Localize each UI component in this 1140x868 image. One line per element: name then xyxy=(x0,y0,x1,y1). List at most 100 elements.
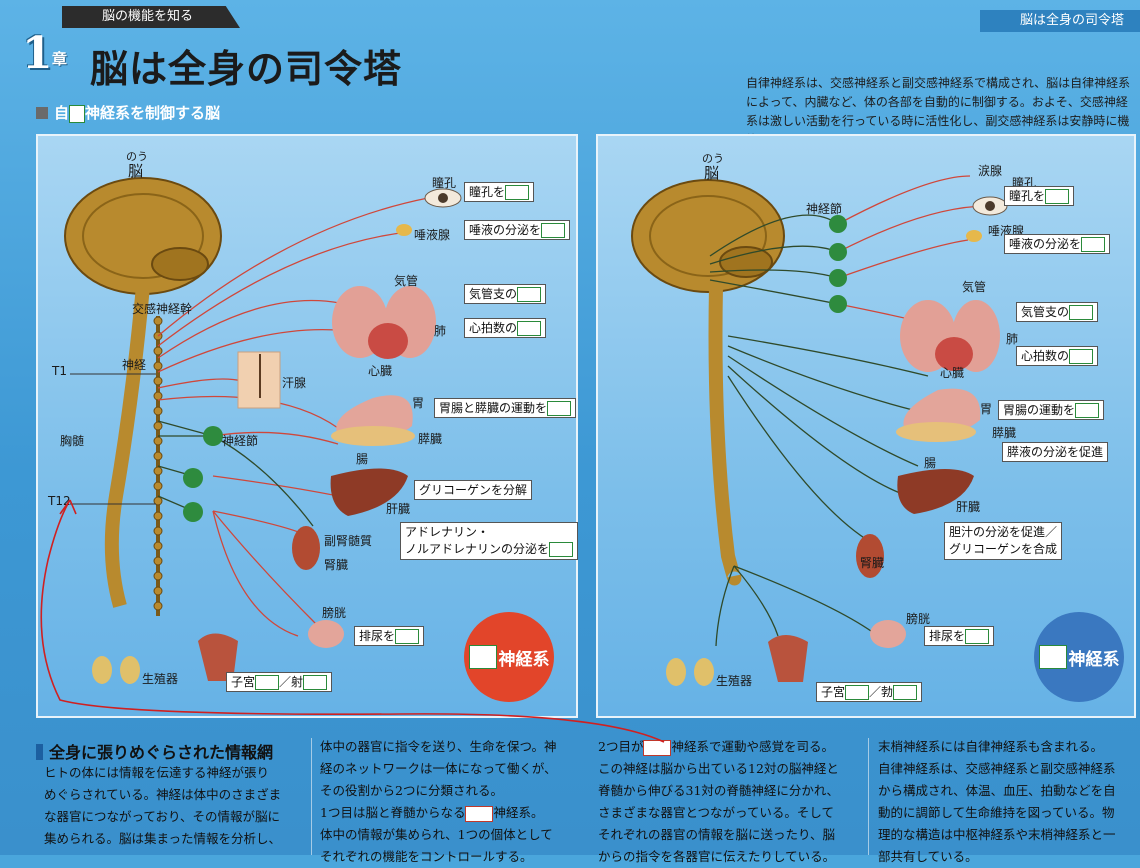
nerve-label: 神経 xyxy=(122,358,147,372)
annotation-heartrate: 心拍数の xyxy=(464,318,547,338)
fill-in-blank[interactable] xyxy=(1075,403,1100,418)
fill-in-blank[interactable] xyxy=(893,685,918,700)
section-ribbon: 脳の機能を知る xyxy=(62,6,240,28)
column-divider xyxy=(311,738,312,855)
article-column-4: 末梢神経系には自律神経系も含まれる。自律神経系は、交感神経系と副交感神経系から構… xyxy=(878,739,1116,864)
annotation-urination: 排尿を xyxy=(354,626,425,646)
genitals-label: 生殖器 xyxy=(716,674,753,688)
ganglion-label: 神経節 xyxy=(806,202,843,216)
brain-ruby: のう xyxy=(126,150,148,163)
square-bullet-icon xyxy=(36,107,48,119)
bladder-label: 膀胱 xyxy=(322,606,347,620)
pupil-label: 瞳孔 xyxy=(432,176,457,190)
testis-illustration xyxy=(666,658,686,686)
fill-in-blank[interactable] xyxy=(517,287,542,302)
annotation-bronchi: 気管支の xyxy=(464,284,547,304)
annotation-pancreas: 膵液の分泌を促進 xyxy=(1002,442,1109,462)
heading-bar-icon xyxy=(36,744,43,760)
salivary-label: 唾液腺 xyxy=(414,228,451,242)
ganglion-node xyxy=(829,269,847,287)
intestine-label: 腸 xyxy=(356,452,369,466)
annotation-saliva: 唾液の分泌を xyxy=(1004,234,1111,254)
sympathetic-diagram-panel: のう 脳 交感神経幹 T1 神経 胸髄 T12 神経節 瞳孔 唾液腺 気管 肺 … xyxy=(36,134,579,718)
fill-in-blank[interactable] xyxy=(505,185,530,200)
pancreas-illustration xyxy=(896,422,976,442)
salivary-gland-illustration xyxy=(966,230,982,242)
fill-in-blank[interactable] xyxy=(643,739,672,756)
fill-in-blank[interactable] xyxy=(1081,237,1106,252)
ganglion-node xyxy=(829,243,847,261)
ganglion-node xyxy=(183,502,203,522)
genitals-label: 生殖器 xyxy=(142,672,179,686)
spinal-cord-label: 胸髄 xyxy=(60,434,85,448)
fill-in-blank[interactable] xyxy=(1038,645,1067,669)
kidney-illustration xyxy=(292,526,320,570)
lacrimal-label: 涙腺 xyxy=(978,164,1003,178)
liver-label: 肝臓 xyxy=(386,502,411,516)
liver-label: 肝臓 xyxy=(956,500,981,514)
bladder-illustration xyxy=(870,620,906,648)
parasympathetic-diagram-svg xyxy=(631,175,1008,686)
annotation-bronchi: 気管支の xyxy=(1016,302,1099,322)
uterus-illustration xyxy=(768,635,808,682)
sweat-gland-label: 汗腺 xyxy=(282,376,307,390)
fill-in-blank[interactable] xyxy=(395,629,420,644)
lung-label: 肺 xyxy=(1006,332,1019,346)
annotation-adrenaline: アドレナリン・ノルアドレナリンの分泌を xyxy=(400,522,579,560)
annotation-urination: 排尿を xyxy=(924,626,995,646)
annotation-gi: 胃腸と膵臓の運動を xyxy=(434,398,577,418)
fill-in-blank[interactable] xyxy=(1069,305,1094,320)
article-column-3: 2つ目が神経系で運動や感覚を司る。 この神経は脳から出ている12対の脳神経と脊髄… xyxy=(598,739,840,864)
ganglion-node xyxy=(203,426,223,446)
heart-label: 心臓 xyxy=(368,364,393,378)
fill-in-blank[interactable] xyxy=(965,629,990,644)
sympathetic-circle-badge: 神経系 xyxy=(464,612,554,702)
chapter-label: 章 xyxy=(52,50,68,68)
article-heading: 全身に張りめぐらされた情報網 xyxy=(36,739,273,763)
kidney-label: 腎臓 xyxy=(860,556,885,570)
annotation-heartrate: 心拍数の xyxy=(1016,346,1099,366)
fill-in-blank[interactable] xyxy=(1069,349,1094,364)
annotation-gi: 胃腸の運動を xyxy=(998,400,1105,420)
brain-label: 脳 xyxy=(128,162,144,180)
column-divider xyxy=(868,738,869,855)
testis-illustration xyxy=(92,656,112,684)
fill-in-blank[interactable] xyxy=(465,805,494,822)
spinal-cord-illustration xyxy=(104,285,150,608)
pancreas-illustration xyxy=(331,426,415,446)
pancreas-label: 膵臓 xyxy=(992,426,1017,440)
fill-in-blank[interactable] xyxy=(1045,189,1070,204)
heart-illustration xyxy=(935,337,973,371)
fill-in-blank[interactable] xyxy=(468,645,497,669)
parasympathetic-circle-badge: 神経系 xyxy=(1034,612,1124,702)
brain-label: 脳 xyxy=(704,164,720,182)
adrenal-label: 副腎髄質 xyxy=(324,534,373,548)
trachea-label: 気管 xyxy=(962,280,987,294)
fill-in-blank[interactable] xyxy=(303,675,328,690)
fill-in-blank[interactable] xyxy=(517,321,542,336)
t12-label: T12 xyxy=(48,494,71,508)
fill-in-blank[interactable] xyxy=(845,685,870,700)
annotation-pupil: 瞳孔を xyxy=(1004,186,1075,206)
brain-ruby: のう xyxy=(702,152,724,165)
kidney-label: 腎臓 xyxy=(324,558,349,572)
ganglion-label: 神経節 xyxy=(222,434,259,448)
intro-paragraph: 自律神経系は、交感神経系と副交感神経系で構成され、脳は自律神経系によって、内臓な… xyxy=(746,76,1131,147)
figure-subheading: 自神経系を制御する脳 xyxy=(36,102,220,123)
subhead-suffix: 神経系を制御する脳 xyxy=(85,104,221,122)
parasympathetic-diagram-panel: のう 脳 神経節 涙腺 瞳孔 唾液腺 気管 肺 心臓 胃 膵臓 腸 肝臓 腎臓 … xyxy=(596,134,1136,718)
page-title: 脳は全身の司令塔 xyxy=(90,46,403,91)
annotation-bile: 胆汁の分泌を促進／グリコーゲンを合成 xyxy=(944,522,1063,560)
lung-label: 肺 xyxy=(434,324,447,338)
fill-in-blank[interactable] xyxy=(69,104,86,123)
annotation-glycogen: グリコーゲンを分解 xyxy=(414,480,533,500)
pancreas-label: 膵臓 xyxy=(418,432,443,446)
t1-label: T1 xyxy=(52,364,67,378)
fill-in-blank[interactable] xyxy=(541,223,566,238)
fill-in-blank[interactable] xyxy=(255,675,280,690)
heart-label: 心臓 xyxy=(940,366,965,380)
fill-in-blank[interactable] xyxy=(549,542,574,557)
chapter-number: 1 xyxy=(22,28,53,79)
article-column-1: ヒトの体には情報を伝達する神経が張りめぐらされている。神経は体中のさまざまな器官… xyxy=(44,765,282,846)
fill-in-blank[interactable] xyxy=(547,401,572,416)
